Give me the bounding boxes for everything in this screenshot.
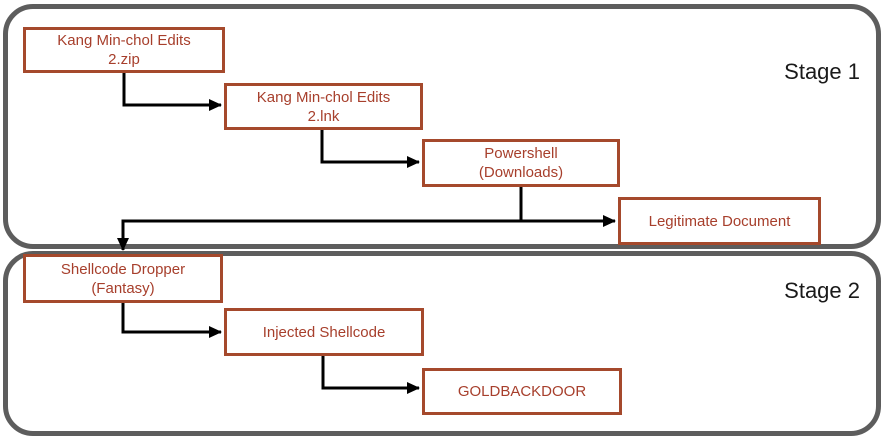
node-goldbackdoor: GOLDBACKDOOR xyxy=(422,368,622,415)
arrow-zip-to-lnk xyxy=(122,73,222,111)
arrow-injected-to-goldbackdoor xyxy=(321,356,420,394)
node-legitimate-document: Legitimate Document xyxy=(618,197,821,245)
node-kang-min-chol-zip: Kang Min-chol Edits 2.zip xyxy=(23,27,225,73)
stage2-label: Stage 2 xyxy=(784,278,860,303)
node-kang-min-chol-lnk: Kang Min-chol Edits 2.lnk xyxy=(224,83,423,130)
node-shellcode-dropper-fantasy: Shellcode Dropper (Fantasy) xyxy=(23,254,223,303)
arrow-dropper-to-injected xyxy=(121,303,222,338)
arrow-lnk-to-powershell xyxy=(320,130,420,168)
stage1-label: Stage 1 xyxy=(784,59,860,84)
node-powershell-downloads: Powershell (Downloads) xyxy=(422,139,620,187)
node-injected-shellcode: Injected Shellcode xyxy=(224,308,424,356)
